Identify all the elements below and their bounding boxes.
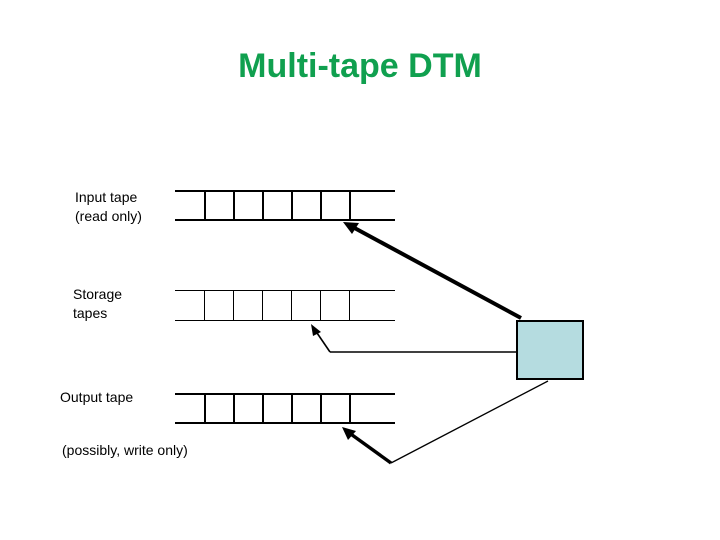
connector-storage-tape-diagonal: [314, 329, 331, 353]
tape-output-rail-top: [175, 393, 395, 395]
tape-storage-divider-6: [349, 290, 350, 321]
label-output-tape-note-text: (possibly, write only): [62, 442, 188, 458]
tape-storage: [175, 290, 395, 321]
tape-input-divider-6: [349, 190, 351, 221]
tape-storage-divider-2: [233, 290, 234, 321]
tape-output-divider-5: [320, 393, 322, 424]
label-storage-tapes: Storage tapes: [73, 285, 122, 323]
tape-input-rail-bottom: [175, 219, 395, 221]
tape-input: [175, 190, 395, 221]
connector-storage-tape: [311, 324, 516, 353]
control-unit-box: [516, 320, 584, 380]
tape-output: [175, 393, 395, 424]
tape-input-rail-top: [175, 190, 395, 192]
tape-output-divider-6: [349, 393, 351, 424]
tape-input-divider-4: [291, 190, 293, 221]
tape-storage-rail-top: [175, 290, 395, 291]
label-input-tape: Input tape (read only): [75, 188, 142, 226]
tape-storage-divider-5: [320, 290, 321, 321]
tape-input-divider-5: [320, 190, 322, 221]
tape-output-divider-2: [233, 393, 235, 424]
connector-output-tape-thick: [347, 430, 392, 465]
label-storage-tapes-line2: tapes: [73, 305, 108, 321]
label-input-tape-line1: Input tape: [75, 189, 138, 205]
label-output-tape-note: (possibly, write only): [62, 441, 188, 460]
connector-storage-tape-arrowhead: [311, 324, 321, 336]
label-output-tape-text: Output tape: [60, 389, 134, 405]
tape-output-divider-1: [204, 393, 206, 424]
connector-output-tape-arrowhead: [342, 427, 356, 440]
label-input-tape-line2: (read only): [75, 208, 142, 224]
tape-storage-divider-4: [291, 290, 292, 321]
tape-storage-divider-1: [204, 290, 205, 321]
connector-input-tape-arrowhead: [343, 222, 359, 234]
connector-output-tape-diagonal: [390, 380, 549, 464]
tape-output-divider-4: [291, 393, 293, 424]
tape-input-divider-2: [233, 190, 235, 221]
tape-input-divider-3: [262, 190, 264, 221]
label-storage-tapes-line1: Storage: [73, 286, 123, 302]
tape-storage-divider-3: [262, 290, 263, 321]
tape-output-rail-bottom: [175, 422, 395, 424]
tape-input-divider-1: [204, 190, 206, 221]
tape-output-divider-3: [262, 393, 264, 424]
tape-storage-rail-bottom: [175, 320, 395, 321]
label-output-tape: Output tape: [60, 388, 133, 407]
page-title: Multi-tape DTM: [238, 47, 482, 85]
